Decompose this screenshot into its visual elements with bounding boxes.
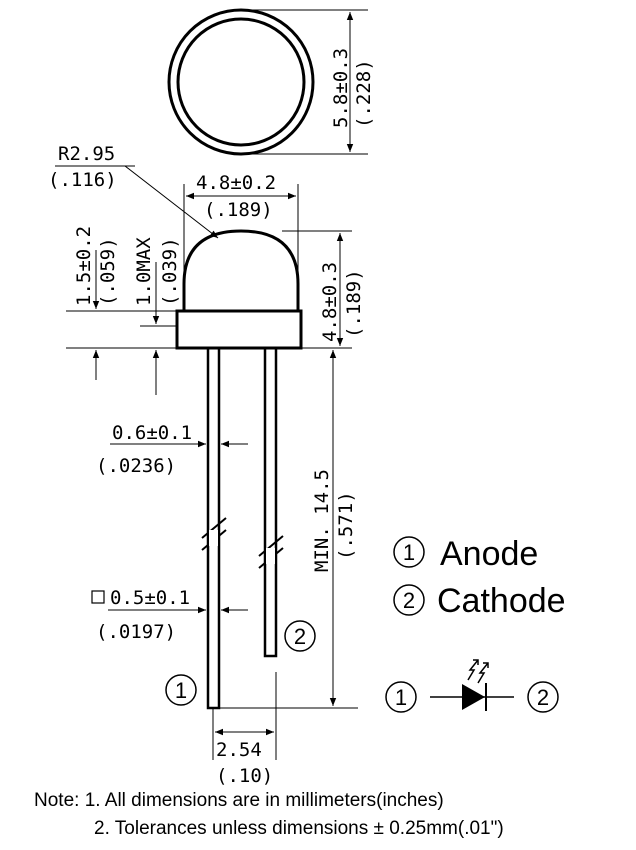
- flange-gap-dimension: [140, 262, 177, 395]
- schematic-pin2-number: 2: [537, 685, 549, 710]
- pin-legend: 1 Anode 2 Cathode: [393, 535, 566, 620]
- flange-height-dimension: [66, 250, 177, 380]
- body-height-label: 4.8±0.3: [319, 262, 341, 342]
- dome-radius-label: R2.95: [58, 143, 115, 165]
- lead-length-dimension: [220, 347, 358, 709]
- flange-height-inch-label: (.059): [97, 237, 119, 306]
- svg-text:2: 2: [294, 624, 306, 649]
- legend-anode-label: Anode: [440, 535, 538, 573]
- body-width-dimension: [183, 184, 299, 284]
- body-height-inch-label: (.189): [343, 269, 365, 338]
- lead-thickness-label: 0.6±0.1: [112, 422, 192, 444]
- top-view: [167, 8, 368, 156]
- body-width-inch-label: (.189): [204, 199, 273, 221]
- legend-pin2-number: 2: [403, 588, 415, 613]
- note-line-2: 2. Tolerances unless dimensions ± 0.25mm…: [94, 818, 504, 839]
- pin1-marker: 1: [165, 674, 197, 706]
- dome-radius-leader: [55, 165, 219, 239]
- lens-diameter-label: 5.8±0.3: [330, 48, 352, 128]
- lens-diameter-inch-label: (.228): [353, 59, 375, 128]
- led-side-view: [175, 229, 303, 710]
- light-emission-arrows-icon: [467, 659, 489, 684]
- lead-spacing-inch-label: (.10): [216, 765, 273, 787]
- flange-height-label: 1.5±0.2: [73, 226, 95, 306]
- schematic-pin1-number: 1: [395, 685, 407, 710]
- lead-square-label: 0.5±0.1: [110, 587, 190, 609]
- body-width-label: 4.8±0.2: [196, 172, 276, 194]
- lead-square-inch-label: (.0197): [96, 621, 176, 643]
- led-schematic-symbol: 1 2: [385, 659, 559, 713]
- note-line-1: Note: 1. All dimensions are in millimete…: [34, 790, 444, 811]
- dome-radius-inch-label: (.116): [48, 169, 117, 191]
- svg-text:1: 1: [175, 678, 187, 703]
- lead-square-dimension: [91, 590, 248, 614]
- diode-triangle-icon: [462, 684, 485, 710]
- lead-length-inch-label: (.571): [335, 491, 357, 560]
- lead-spacing-label: 2.54: [216, 739, 262, 761]
- body-height-dimension: [282, 230, 352, 349]
- lead-spacing-dimension: [212, 672, 277, 760]
- lead-length-label: MIN. 14.5: [311, 469, 333, 572]
- flange-gap-label: 1.0MAX: [133, 237, 155, 306]
- legend-cathode-label: Cathode: [437, 582, 566, 620]
- lead-thickness-inch-label: (.0236): [96, 455, 176, 477]
- pin2-marker: 2: [284, 620, 316, 652]
- legend-pin1-number: 1: [403, 540, 415, 565]
- flange-gap-inch-label: (.039): [159, 237, 181, 306]
